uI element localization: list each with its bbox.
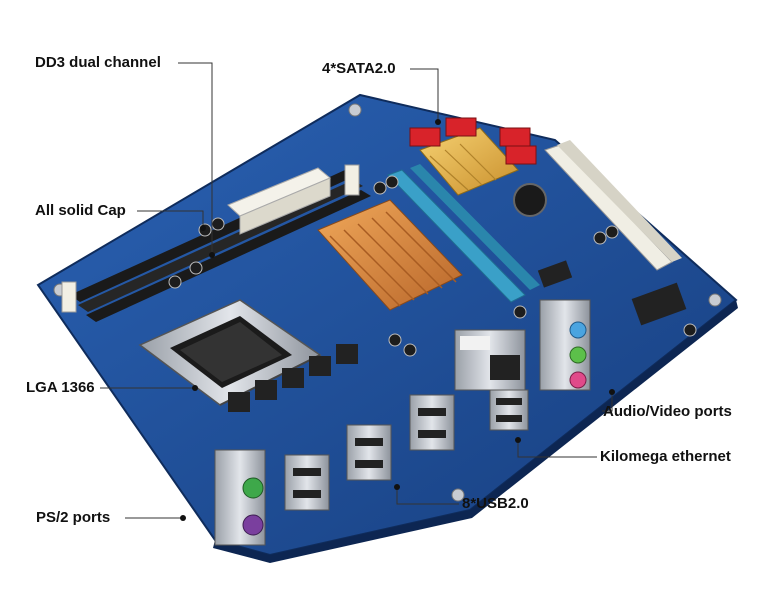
pcie-slot [387,169,526,303]
pcb-edge [213,300,738,563]
pci-slot [544,140,682,271]
ethernet-port [454,329,526,391]
label-audio-video: Audio/Video ports [603,403,732,420]
usb-ports [284,389,529,511]
ps2-ports [214,449,266,546]
northbridge-heatsink [317,199,463,311]
leader-lines [100,62,613,519]
cpu-socket [138,299,322,406]
cmos-battery [513,183,547,217]
label-ethernet: Kilomega ethernet [600,448,731,465]
mount-hole [708,293,722,307]
solid-capacitors [168,175,697,357]
pcb-board [36,93,738,557]
label-usb: 8*USB2.0 [462,495,529,512]
audio-ports [539,299,591,391]
pcie-slot-2 [410,164,540,290]
label-solid-cap: All solid Cap [35,202,126,219]
chip [631,282,687,326]
mount-hole [451,488,465,502]
label-ps2: PS/2 ports [36,509,111,526]
label-lga: LGA 1366 [26,379,95,396]
vrm-chokes [228,344,358,412]
chip [537,260,573,288]
mount-hole [348,103,362,117]
atx-power-connector [227,167,331,235]
label-ddr3: DD3 dual channel [35,54,161,71]
label-sata: 4*SATA2.0 [322,60,396,77]
sata-ports [409,117,537,165]
leader-dots [180,119,615,521]
